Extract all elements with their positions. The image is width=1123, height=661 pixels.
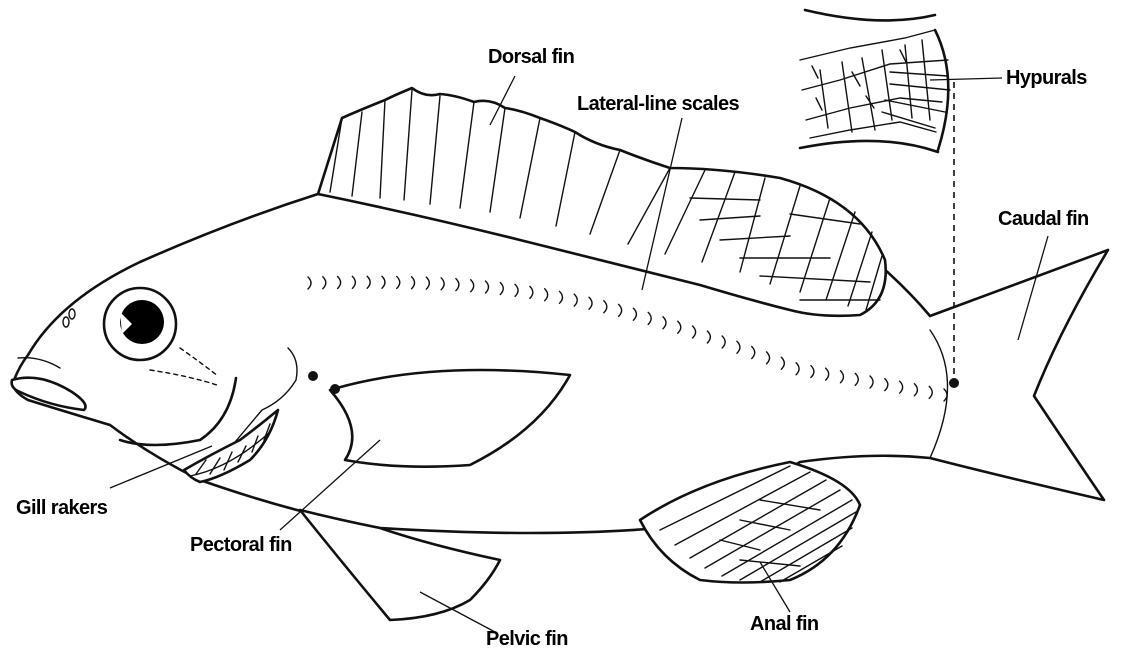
label-hypurals: Hypurals (1006, 67, 1087, 89)
label-lateral-line-scales: Lateral-line scales (577, 93, 740, 115)
landmark-dot-operculum (308, 371, 318, 381)
leader-hypurals (930, 78, 1002, 80)
label-pectoral-fin: Pectoral fin (190, 534, 292, 556)
label-caudal-fin: Caudal fin (998, 208, 1089, 230)
hypural-inset (800, 10, 950, 152)
label-pelvic-fin: Pelvic fin (486, 628, 568, 650)
label-gill-rakers: Gill rakers (16, 497, 108, 519)
label-anal-fin: Anal fin (750, 613, 819, 635)
label-dorsal-fin: Dorsal fin (488, 46, 574, 68)
landmark-dot-pectoral (330, 384, 340, 394)
